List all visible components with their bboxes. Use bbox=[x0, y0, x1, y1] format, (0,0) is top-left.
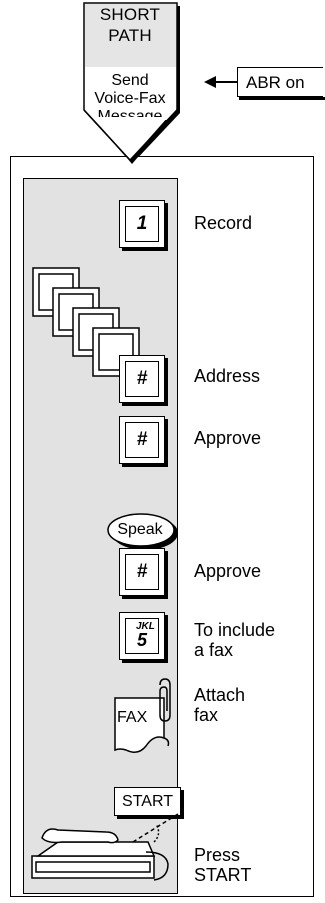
step-include-fax-label: To include a fax bbox=[194, 620, 276, 660]
fax-page-icon bbox=[114, 697, 170, 753]
speak-action: Speak bbox=[117, 521, 163, 538]
key-5-jkl[interactable]: 5 JKL bbox=[119, 612, 165, 660]
step-address-label: Address bbox=[194, 366, 261, 386]
step-record-label: Record bbox=[194, 213, 253, 233]
speak-bubble-graphic bbox=[107, 513, 178, 550]
key-hash-address[interactable]: # bbox=[119, 355, 165, 403]
abr-on-label: ABR on bbox=[237, 67, 323, 97]
key-hash-approve-2[interactable]: # bbox=[119, 548, 165, 596]
step-attach-fax-label: Attach fax bbox=[194, 685, 246, 725]
abr-shadow bbox=[239, 97, 325, 100]
header-title: SHORT PATH bbox=[99, 5, 161, 45]
step-press-start-label: Press START bbox=[194, 845, 252, 885]
fax-machine-icon bbox=[31, 813, 179, 881]
key-1[interactable]: 1 bbox=[119, 200, 165, 248]
start-button[interactable]: START bbox=[114, 787, 181, 816]
step-approve-label-2: Approve bbox=[194, 561, 262, 581]
step-approve-label-1: Approve bbox=[194, 428, 262, 448]
key-hash-approve-1[interactable]: # bbox=[119, 416, 165, 464]
fax-page-text: FAX bbox=[117, 709, 148, 726]
paper-clip-icon bbox=[159, 678, 171, 722]
header-pointer-tip bbox=[83, 109, 178, 164]
